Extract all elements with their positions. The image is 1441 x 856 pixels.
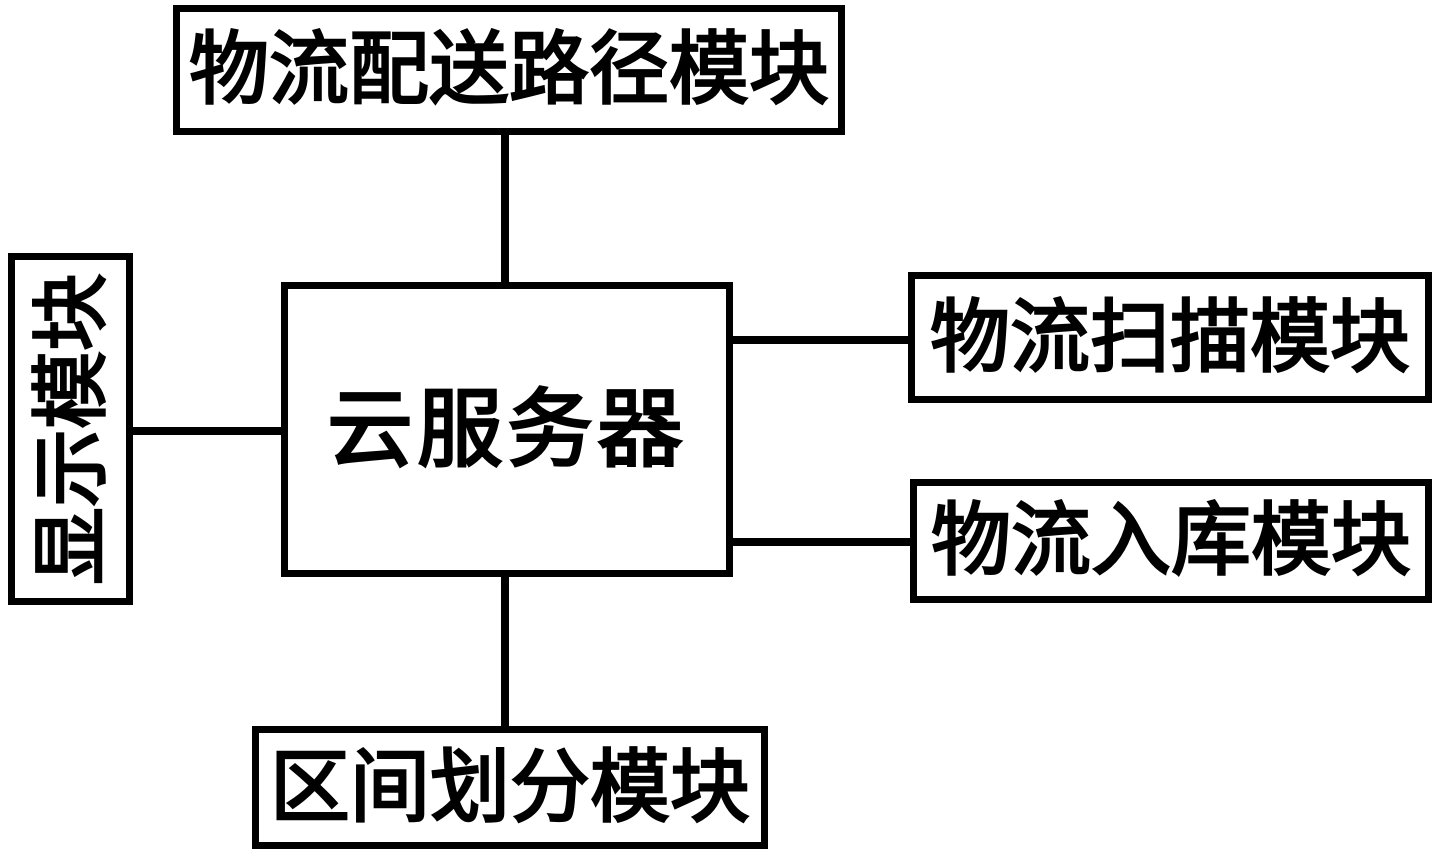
- connector-center-to-right-top: [730, 336, 912, 344]
- node-label: 物流配送路径模块: [189, 25, 829, 114]
- node-logistics-delivery-route-module: 物流配送路径模块: [173, 5, 845, 135]
- node-section-division-module: 区间划分模块: [252, 726, 768, 849]
- connector-top-to-center: [501, 133, 509, 285]
- node-label: 物流入库模块: [931, 496, 1411, 585]
- node-label: 云服务器: [327, 381, 687, 478]
- node-label: 区间划分模块: [270, 742, 750, 832]
- node-label-vertical: 显示模块: [26, 272, 115, 586]
- node-logistics-warehousing-module: 物流入库模块: [910, 479, 1432, 603]
- node-label: 物流扫描模块: [930, 292, 1410, 382]
- connector-center-to-right-bottom: [730, 538, 914, 546]
- node-cloud-server: 云服务器: [281, 282, 733, 577]
- connector-left-to-center: [130, 427, 284, 435]
- node-display-module: 显示模块: [8, 253, 133, 605]
- connector-center-to-bottom: [501, 574, 509, 729]
- node-logistics-scanning-module: 物流扫描模块: [908, 272, 1432, 403]
